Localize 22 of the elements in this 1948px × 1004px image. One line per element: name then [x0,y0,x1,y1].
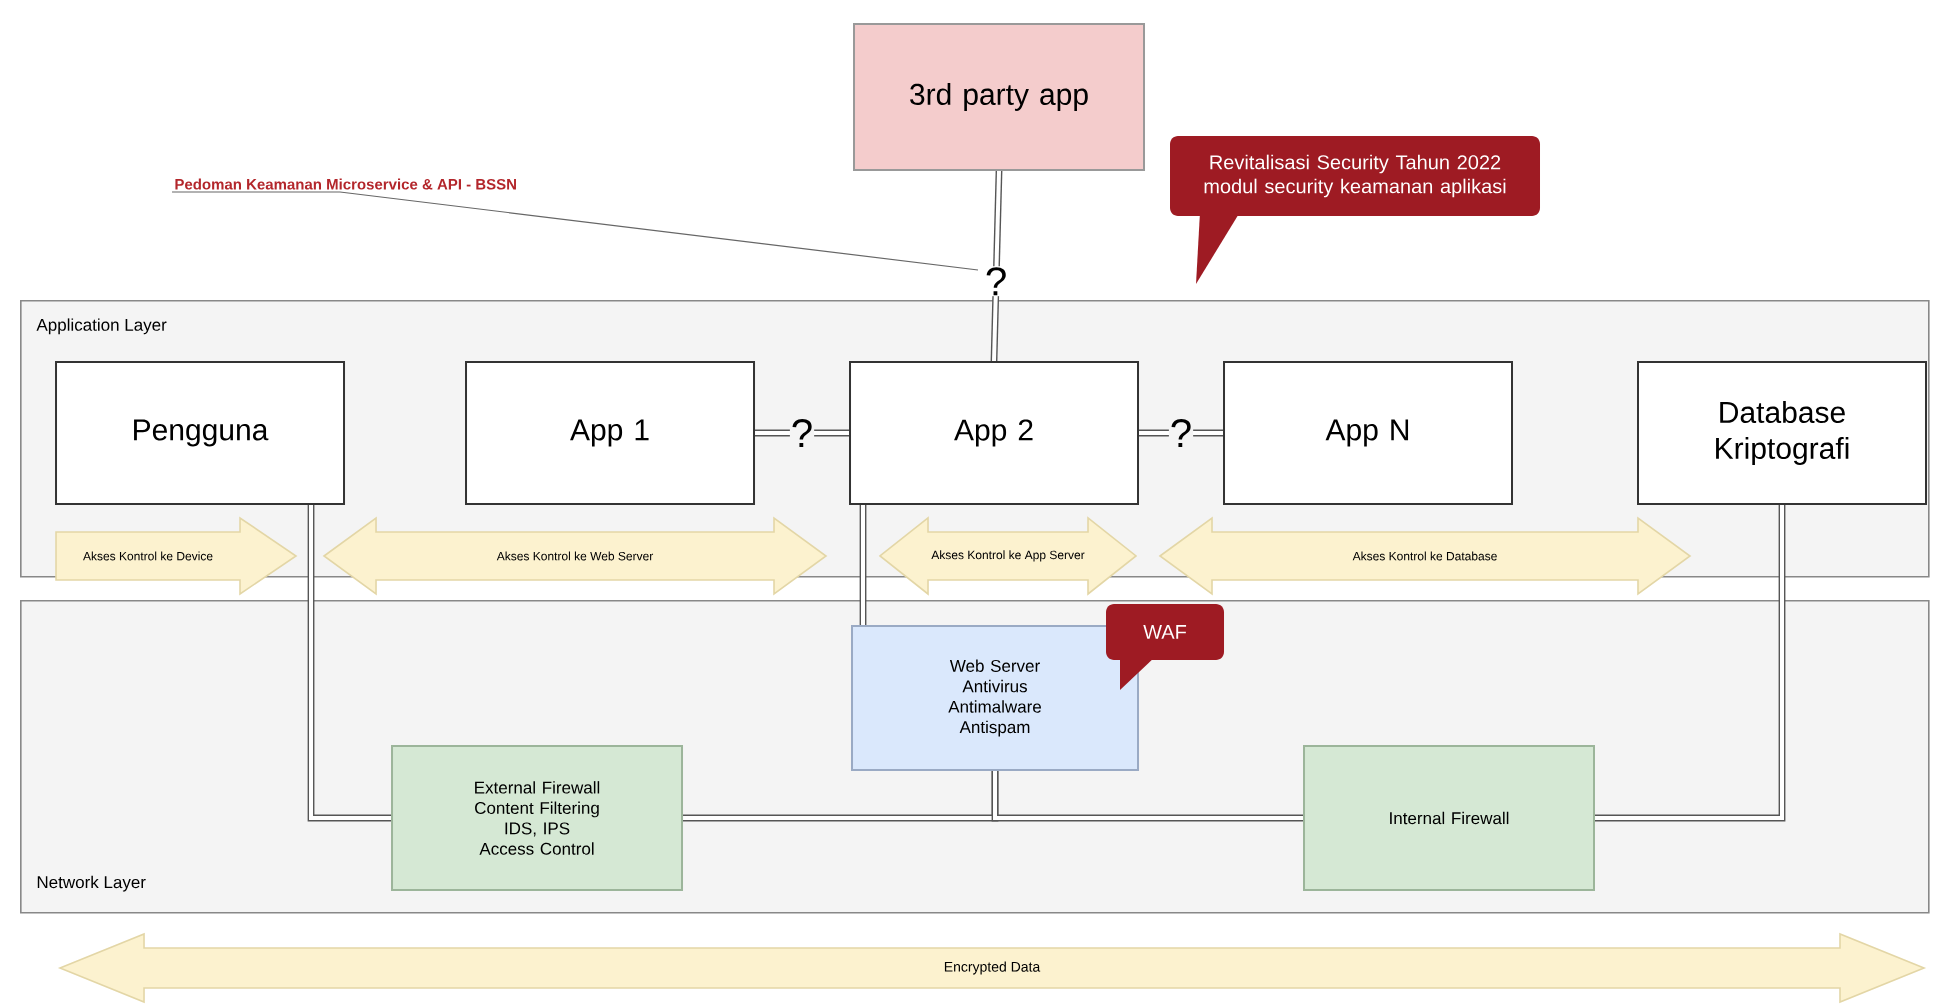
app-box: 3rd party app [853,23,1145,171]
firewall-box: Internal Firewall [1303,745,1595,891]
double-line [859,505,867,625]
server-box: Web Server Antivirus Antimalware Antispam [851,625,1139,771]
database-box: Database Kriptografi [1637,361,1927,505]
double-line [755,429,849,437]
edge-label: ? [789,418,815,448]
double-line [990,170,1003,362]
edge-label: ? [984,266,1009,297]
double-line [1139,429,1223,437]
double-line [307,505,391,822]
process-box: App N [1223,361,1513,505]
callout-bubble: WAF [1106,604,1224,690]
double-line [1595,505,1786,822]
edge-label: ? [1168,418,1194,448]
firewall-box: External Firewall Content Filtering IDS, IPS Access Control [391,745,683,891]
process-box: App 2 [849,361,1139,505]
double-line [991,771,1303,822]
callout-bubble: Revitalisasi Security Tahun 2022 modul security keamanan aplikasi [1170,136,1540,284]
process-box: Pengguna [55,361,345,505]
process-box: App 1 [465,361,755,505]
leader-line [171,191,979,271]
